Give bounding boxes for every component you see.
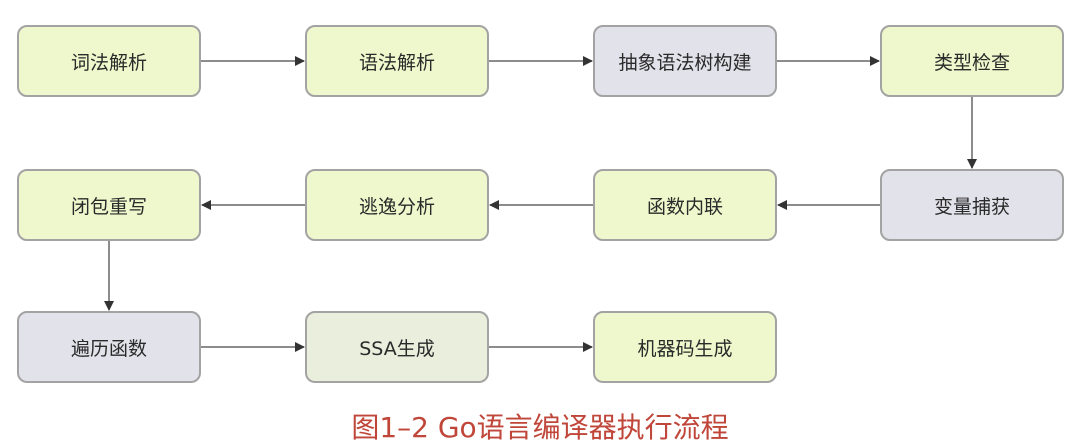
step-label: 闭包重写 [70,195,147,218]
step-closure-rewrite: 闭包重写 [17,169,201,241]
step-label: 语法解析 [358,51,435,74]
step-type-check: 类型检查 [880,25,1064,97]
figure-caption: 图1–2 Go语言编译器执行流程 [351,411,729,444]
step-ssa-generation: SSA生成 [305,311,489,383]
step-label: 函数内联 [646,195,723,218]
step-label: 类型检查 [933,51,1010,74]
step-label: 逃逸分析 [358,195,435,218]
step-label: 变量捕获 [933,195,1010,218]
step-function-inline: 函数内联 [593,169,777,241]
step-label: 抽象语法树构建 [618,51,752,74]
step-label: 词法解析 [70,51,147,74]
step-label: 遍历函数 [70,337,147,360]
step-syntax-analysis: 语法解析 [305,25,489,97]
step-escape-analysis: 逃逸分析 [305,169,489,241]
step-walk-functions: 遍历函数 [17,311,201,383]
step-label: SSA生成 [359,337,435,360]
step-ast-build: 抽象语法树构建 [593,25,777,97]
step-machine-code: 机器码生成 [593,311,777,383]
step-label: 机器码生成 [637,337,733,360]
step-variable-capture: 变量捕获 [880,169,1064,241]
step-lexical-analysis: 词法解析 [17,25,201,97]
